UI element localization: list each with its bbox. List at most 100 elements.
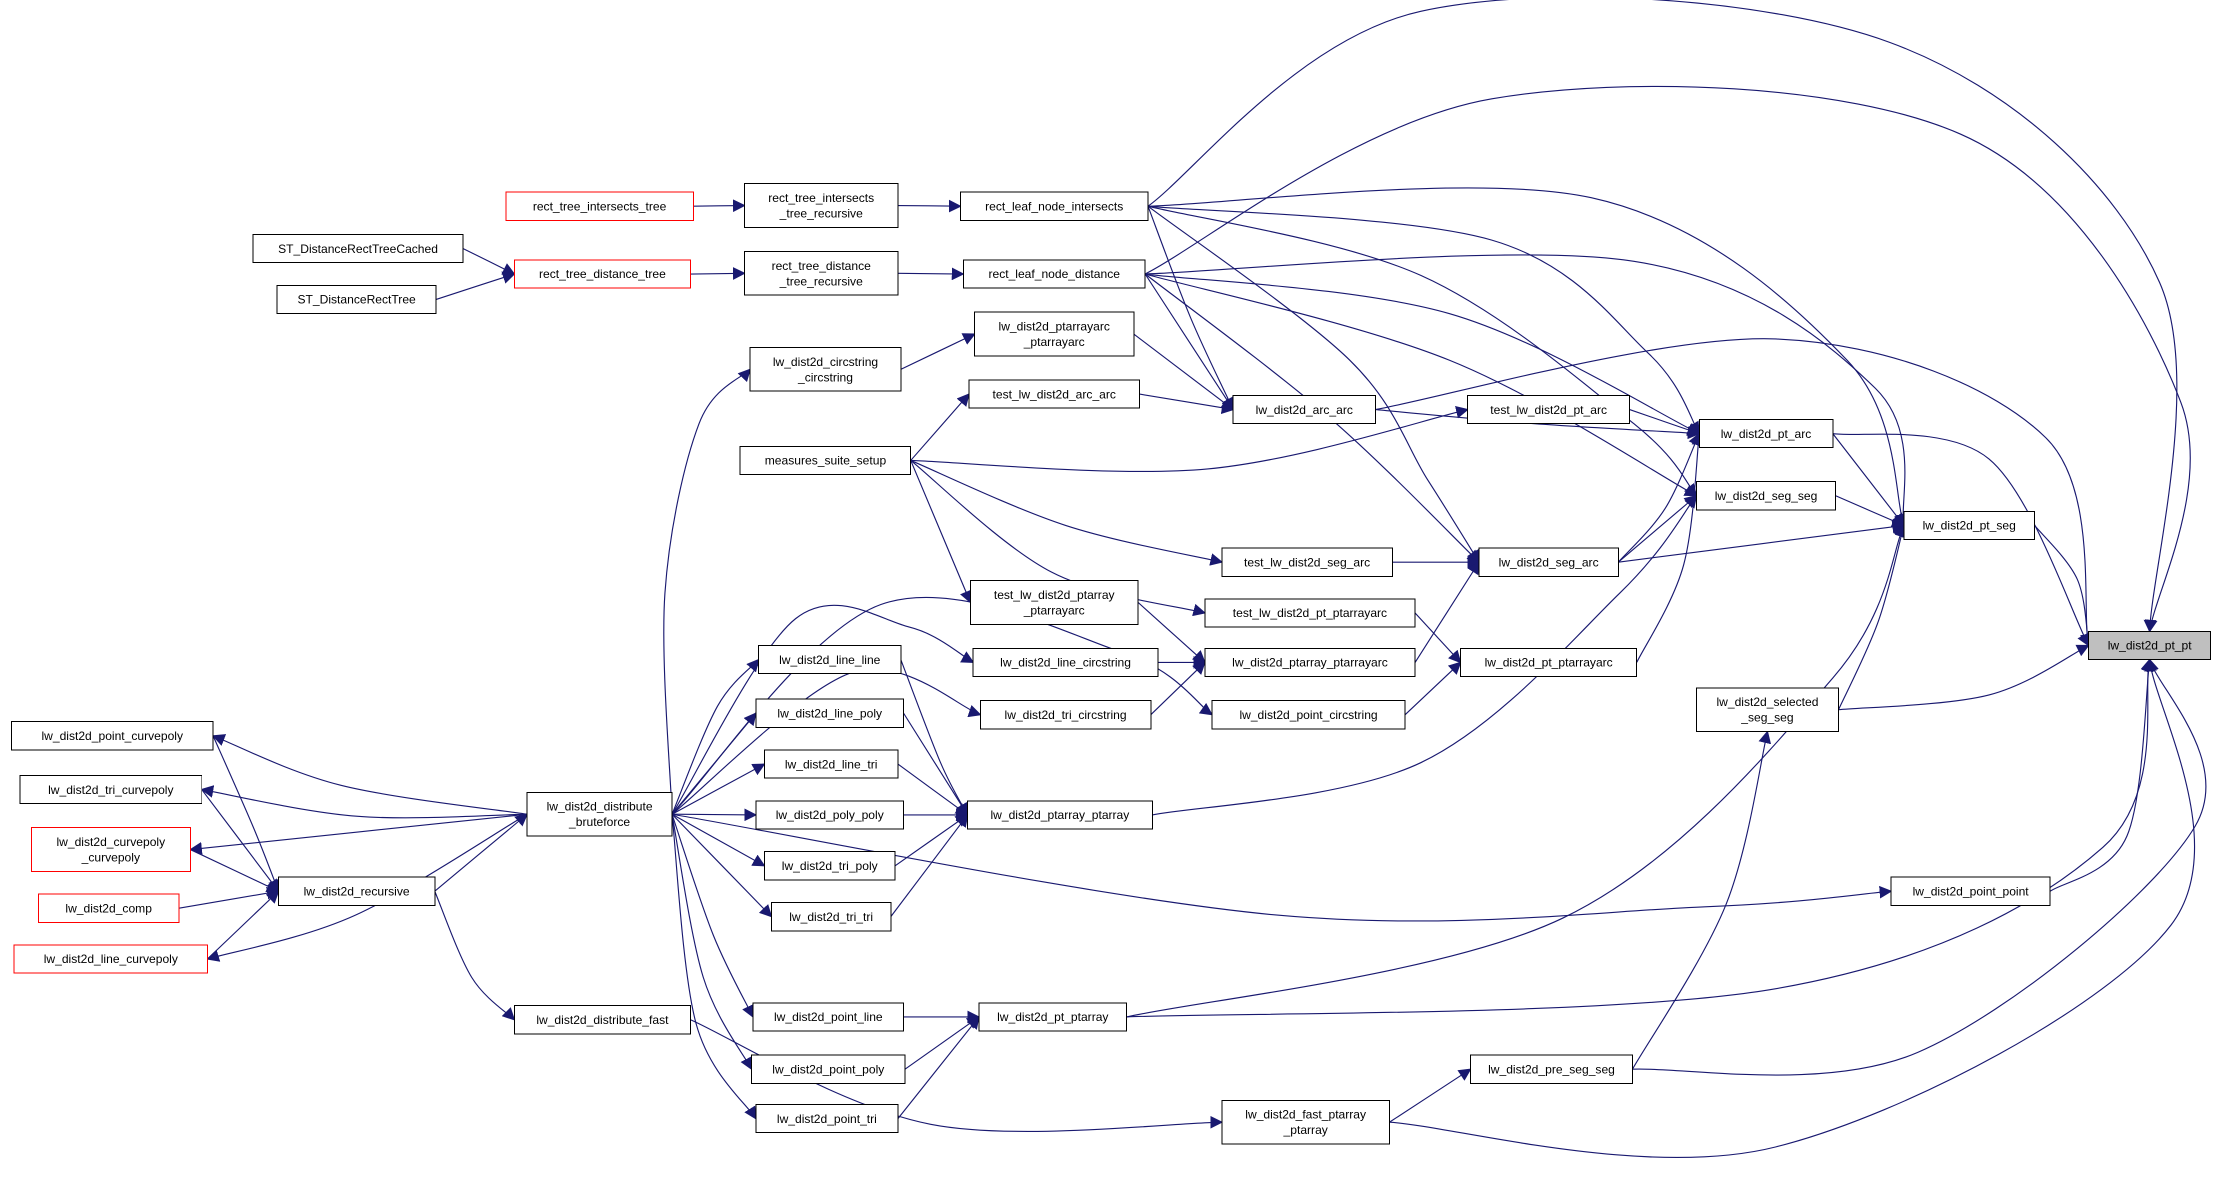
- node-box-df[interactable]: [513, 1005, 691, 1035]
- node-box-pta[interactable]: [1698, 418, 1834, 449]
- node-pl[interactable]: lw_dist2d_point_line: [752, 1002, 905, 1032]
- node-box-pp[interactable]: [755, 800, 905, 830]
- node-tp[interactable]: lw_dist2d_tri_poly: [763, 851, 896, 881]
- node-box-rtdt[interactable]: [513, 259, 691, 289]
- node-box-fpp[interactable]: [1221, 1099, 1391, 1145]
- node-sss[interactable]: lw_dist2d_selected_seg_seg: [1695, 687, 1839, 733]
- node-box-ppt[interactable]: [1890, 876, 2051, 906]
- node-box-pc[interactable]: [1211, 700, 1406, 730]
- node-ss[interactable]: lw_dist2d_seg_seg: [1695, 481, 1837, 511]
- node-box-tptpa[interactable]: [1204, 598, 1416, 628]
- node-fpp[interactable]: lw_dist2d_fast_ptarray_ptarray: [1221, 1099, 1391, 1145]
- node-box-sdrt[interactable]: [276, 284, 437, 315]
- node-box-lt[interactable]: [763, 749, 899, 779]
- node-dbf[interactable]: lw_dist2d_distribute_bruteforce: [526, 791, 673, 837]
- node-ppt[interactable]: lw_dist2d_point_point: [1890, 876, 2051, 906]
- node-box-pl[interactable]: [752, 1002, 905, 1032]
- node-box-tt[interactable]: [770, 902, 892, 932]
- node-lt[interactable]: lw_dist2d_line_tri: [763, 749, 899, 779]
- node-df[interactable]: lw_dist2d_distribute_fast: [513, 1005, 691, 1035]
- node-rec[interactable]: lw_dist2d_recursive: [277, 876, 436, 906]
- node-pc[interactable]: lw_dist2d_point_circstring: [1211, 700, 1406, 730]
- node-rlnd[interactable]: rect_leaf_node_distance: [962, 259, 1146, 289]
- node-box-ptpt[interactable]: [2088, 630, 2212, 661]
- node-rlni[interactable]: rect_leaf_node_intersects: [959, 191, 1149, 221]
- node-box-lc[interactable]: [972, 647, 1159, 678]
- node-pp[interactable]: lw_dist2d_poly_poly: [755, 800, 905, 830]
- node-tpa[interactable]: test_lw_dist2d_pt_arc: [1467, 394, 1631, 425]
- node-box-ptpa[interactable]: [1460, 647, 1638, 678]
- node-box-lp[interactable]: [755, 698, 905, 728]
- node-box-mss[interactable]: [739, 445, 912, 476]
- node-lc[interactable]: lw_dist2d_line_circstring: [972, 647, 1159, 678]
- node-box-tppa[interactable]: [969, 580, 1139, 625]
- node-box-aa[interactable]: [1232, 394, 1376, 425]
- node-lcp[interactable]: lw_dist2d_line_curvepoly: [13, 944, 208, 974]
- node-box-rec[interactable]: [277, 876, 436, 906]
- node-pts[interactable]: lw_dist2d_pt_seg: [1903, 510, 2036, 541]
- node-tsa[interactable]: test_lw_dist2d_seg_arc: [1221, 547, 1393, 577]
- node-ptar[interactable]: lw_dist2d_pt_ptarray: [978, 1002, 1128, 1032]
- node-box-tsa[interactable]: [1221, 547, 1393, 577]
- node-ptpa[interactable]: lw_dist2d_pt_ptarrayarc: [1460, 647, 1638, 678]
- node-tcp[interactable]: lw_dist2d_tri_curvepoly: [19, 774, 203, 805]
- node-ppa[interactable]: lw_dist2d_ptarray_ptarrayarc: [1204, 647, 1416, 678]
- node-box-tp[interactable]: [763, 851, 896, 881]
- node-ptri[interactable]: lw_dist2d_point_tri: [755, 1103, 899, 1134]
- node-box-ppoly[interactable]: [751, 1054, 906, 1084]
- node-box-rtit[interactable]: [505, 191, 694, 221]
- node-sdrt[interactable]: ST_DistanceRectTree: [276, 284, 437, 315]
- node-box-ptri[interactable]: [755, 1103, 899, 1134]
- node-ll[interactable]: lw_dist2d_line_line: [758, 644, 902, 675]
- node-box-papa[interactable]: [974, 311, 1135, 357]
- node-lp[interactable]: lw_dist2d_line_poly: [755, 698, 905, 728]
- node-box-sdrtc[interactable]: [252, 233, 464, 264]
- node-box-press[interactable]: [1470, 1054, 1633, 1084]
- node-pta[interactable]: lw_dist2d_pt_arc: [1698, 418, 1834, 449]
- node-sdrtc[interactable]: ST_DistanceRectTreeCached: [252, 233, 464, 264]
- node-tptpa[interactable]: test_lw_dist2d_pt_ptarrayarc: [1204, 598, 1416, 628]
- node-box-pts[interactable]: [1903, 510, 2036, 541]
- node-box-dbf[interactable]: [526, 791, 673, 837]
- node-ccp[interactable]: lw_dist2d_curvepoly_curvepoly: [30, 827, 191, 872]
- node-tc[interactable]: lw_dist2d_tri_circstring: [979, 700, 1152, 730]
- node-box-ll[interactable]: [758, 644, 902, 675]
- node-papa[interactable]: lw_dist2d_ptarrayarc_ptarrayarc: [974, 311, 1135, 357]
- node-box-ccp[interactable]: [30, 827, 191, 872]
- node-box-sss[interactable]: [1695, 687, 1839, 733]
- node-taa[interactable]: test_lw_dist2d_arc_arc: [968, 379, 1140, 409]
- node-rtdt[interactable]: rect_tree_distance_tree: [513, 259, 691, 289]
- node-box-ss[interactable]: [1695, 481, 1837, 511]
- node-papp[interactable]: lw_dist2d_ptarray_ptarray: [967, 800, 1153, 830]
- node-pcp[interactable]: lw_dist2d_point_curvepoly: [10, 721, 214, 751]
- node-box-comp[interactable]: [37, 893, 180, 923]
- node-box-pcp[interactable]: [10, 721, 214, 751]
- node-box-lcp[interactable]: [13, 944, 208, 974]
- node-comp[interactable]: lw_dist2d_comp: [37, 893, 180, 923]
- node-tt[interactable]: lw_dist2d_tri_tri: [770, 902, 892, 932]
- node-aa[interactable]: lw_dist2d_arc_arc: [1232, 394, 1376, 425]
- node-press[interactable]: lw_dist2d_pre_seg_seg: [1470, 1054, 1633, 1084]
- node-box-rlni[interactable]: [959, 191, 1149, 221]
- node-box-csc[interactable]: [749, 346, 902, 392]
- node-rtitr[interactable]: rect_tree_intersects_tree_recursive: [743, 183, 899, 228]
- node-tppa[interactable]: test_lw_dist2d_ptarray_ptarrayarc: [969, 580, 1139, 625]
- node-box-taa[interactable]: [968, 379, 1140, 409]
- node-ppoly[interactable]: lw_dist2d_point_poly: [751, 1054, 906, 1084]
- node-csc[interactable]: lw_dist2d_circstring_circstring: [749, 346, 902, 392]
- node-box-tc[interactable]: [979, 700, 1152, 730]
- node-box-rlnd[interactable]: [962, 259, 1146, 289]
- node-box-sa[interactable]: [1478, 547, 1619, 577]
- node-rtdtr[interactable]: rect_tree_distance_tree_recursive: [743, 250, 899, 296]
- node-box-ppa[interactable]: [1204, 647, 1416, 678]
- node-rtit[interactable]: rect_tree_intersects_tree: [505, 191, 694, 221]
- node-box-tcp[interactable]: [19, 774, 203, 805]
- node-sa[interactable]: lw_dist2d_seg_arc: [1478, 547, 1619, 577]
- node-box-tpa[interactable]: [1467, 394, 1631, 425]
- node-ptpt[interactable]: lw_dist2d_pt_pt: [2088, 630, 2212, 661]
- node-mss[interactable]: measures_suite_setup: [739, 445, 912, 476]
- node-box-ptar[interactable]: [978, 1002, 1128, 1032]
- node-box-papp[interactable]: [967, 800, 1153, 830]
- node-box-rtdtr[interactable]: [743, 250, 899, 296]
- node-box-rtitr[interactable]: [743, 183, 899, 228]
